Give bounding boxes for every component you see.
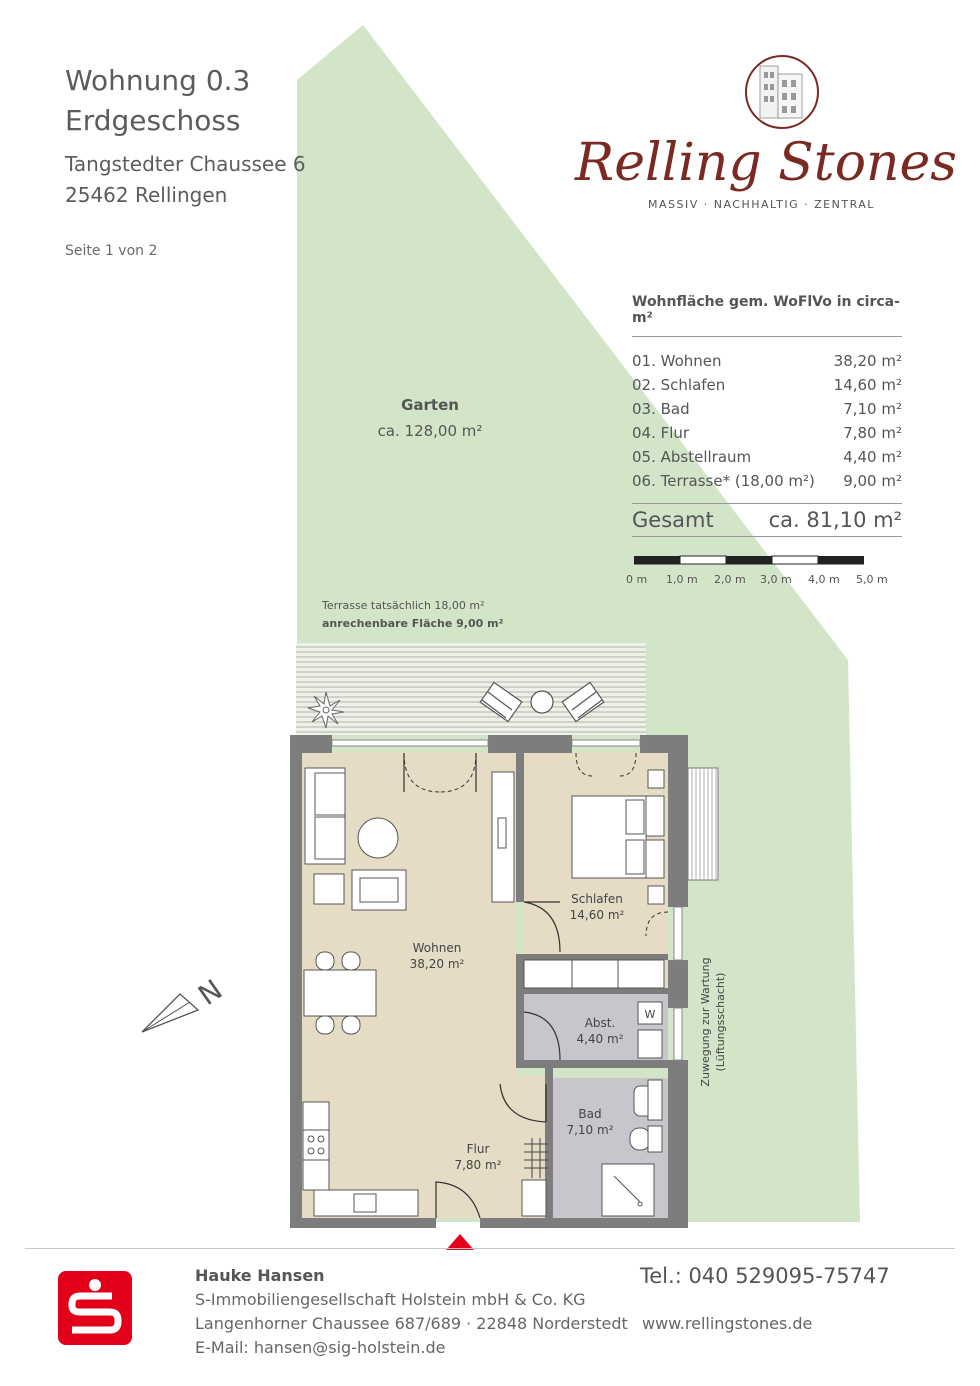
- agent-company: S-Immobiliengesellschaft Holstein mbH & …: [195, 1290, 586, 1309]
- area-row-label: 02. Schlafen: [632, 376, 726, 394]
- side-table: [313, 873, 345, 905]
- area-row-label: 05. Abstellraum: [632, 448, 752, 466]
- room-bad-area: 7,10 m²: [566, 1123, 614, 1137]
- room-bad-name: Bad: [578, 1107, 602, 1121]
- north-arrow: [141, 993, 200, 1033]
- scale-label: 2,0 m: [714, 573, 746, 586]
- scale-label: 4,0 m: [808, 573, 840, 586]
- agent-phone[interactable]: Tel.: 040 529095-75747: [640, 1264, 890, 1288]
- agent-name: Hauke Hansen: [195, 1266, 325, 1285]
- room-schlafen-area: 14,60 m²: [569, 908, 625, 922]
- area-row-value: 7,10 m²: [843, 400, 902, 418]
- area-row-label: 01. Wohnen: [632, 352, 722, 370]
- area-row-value: 4,40 m²: [843, 448, 902, 466]
- maintenance-access-note: Zuwegung zur Wartung (Lüftungsschacht): [698, 942, 734, 1102]
- area-row: 06. Terrasse* (18,00 m²) 9,00 m²: [632, 469, 902, 493]
- entrance-marker: [446, 1234, 474, 1250]
- area-total-label: Gesamt: [632, 508, 714, 532]
- scale-label: 0 m: [626, 573, 648, 586]
- terrace-note-actual: Terrasse tatsächlich 18,00 m²: [322, 599, 485, 612]
- area-row-label: 06. Terrasse* (18,00 m²): [632, 472, 815, 490]
- room-wohnen-name: Wohnen: [412, 941, 462, 955]
- page-indicator: Seite 1 von 2: [65, 243, 158, 259]
- door-swings: [403, 752, 669, 937]
- area-row: 02. Schlafen 14,60 m²: [632, 373, 902, 397]
- room-abst-name: Abst.: [584, 1016, 616, 1030]
- brand-logo-emblem: [745, 55, 819, 129]
- washer-label: W: [645, 1008, 656, 1021]
- access-line1: Zuwegung zur Wartung: [699, 957, 712, 1087]
- room-wohnen-area: 38,20 m²: [409, 957, 465, 971]
- scale-bar: [634, 555, 864, 565]
- ventilation-grate: [687, 767, 719, 881]
- access-line2: (Lüftungsschacht): [714, 972, 727, 1072]
- double-bed: [571, 769, 665, 905]
- north-label: N: [192, 973, 228, 1012]
- washer: [637, 1001, 663, 1059]
- terrace-plant: [307, 691, 345, 729]
- area-row-label: 03. Bad: [632, 400, 690, 418]
- dining-set: [303, 951, 377, 1035]
- coffee-table: [357, 817, 399, 859]
- area-row-label: 04. Flur: [632, 424, 690, 442]
- tv-cabinet: [491, 771, 515, 903]
- scale-label: 3,0 m: [760, 573, 792, 586]
- garden-area: ca. 128,00 m²: [377, 422, 483, 440]
- website-link[interactable]: www.rellingstones.de: [642, 1314, 813, 1333]
- area-table-heading: Wohnfläche gem. WoFlVo in circa-m²: [632, 294, 902, 337]
- area-table: Wohnfläche gem. WoFlVo in circa-m² 01. W…: [632, 294, 902, 537]
- windows: [331, 739, 683, 1061]
- wardrobe: [523, 959, 665, 989]
- area-total-value: ca. 81,10 m²: [768, 508, 902, 532]
- room-schlafen-name: Schlafen: [571, 892, 623, 906]
- scale-label: 1,0 m: [666, 573, 698, 586]
- room-flur-area: 7,80 m²: [454, 1158, 502, 1172]
- area-row: 05. Abstellraum 4,40 m²: [632, 445, 902, 469]
- floor-title: Erdgeschoss: [65, 104, 241, 137]
- area-row-value: 38,20 m²: [833, 352, 902, 370]
- area-row: 01. Wohnen 38,20 m²: [632, 349, 902, 373]
- sofa: [304, 767, 346, 865]
- sparkasse-logo: [58, 1271, 132, 1345]
- agent-address: Langenhorner Chaussee 687/689 · 22848 No…: [195, 1314, 628, 1333]
- terrace-lounger-right: [561, 681, 605, 723]
- garden-label: Garten: [401, 396, 459, 414]
- address-city: 25462 Rellingen: [65, 183, 228, 207]
- terrace-table: [530, 690, 554, 714]
- area-row: 03. Bad 7,10 m²: [632, 397, 902, 421]
- bath-fixtures: [601, 1079, 663, 1217]
- kitchen: [302, 1101, 419, 1217]
- terrace-note-counted: anrechenbare Fläche 9,00 m²: [322, 617, 504, 630]
- address-street: Tangstedter Chaussee 6: [65, 152, 306, 176]
- scale-label: 5,0 m: [856, 573, 888, 586]
- area-row-value: 14,60 m²: [833, 376, 902, 394]
- agent-email[interactable]: E-Mail: hansen@sig-holstein.de: [195, 1338, 446, 1357]
- area-row-value: 9,00 m²: [843, 472, 902, 490]
- area-row: 04. Flur 7,80 m²: [632, 421, 902, 445]
- coat-rack: [521, 1138, 548, 1217]
- room-abst-area: 4,40 m²: [576, 1032, 624, 1046]
- apartment-title: Wohnung 0.3: [65, 64, 251, 97]
- terrace-lounger-left: [479, 681, 523, 723]
- walls: [290, 735, 688, 1228]
- room-flur-name: Flur: [466, 1142, 490, 1156]
- armchair: [351, 869, 407, 911]
- brand-tagline: MASSIV · NACHHALTIG · ZENTRAL: [648, 198, 875, 211]
- brand-logo-text: Relling Stones: [574, 133, 957, 193]
- area-total: Gesamt ca. 81,10 m²: [632, 504, 902, 537]
- footer-divider: [25, 1248, 955, 1249]
- area-row-value: 7,80 m²: [843, 424, 902, 442]
- doors: [403, 753, 561, 1219]
